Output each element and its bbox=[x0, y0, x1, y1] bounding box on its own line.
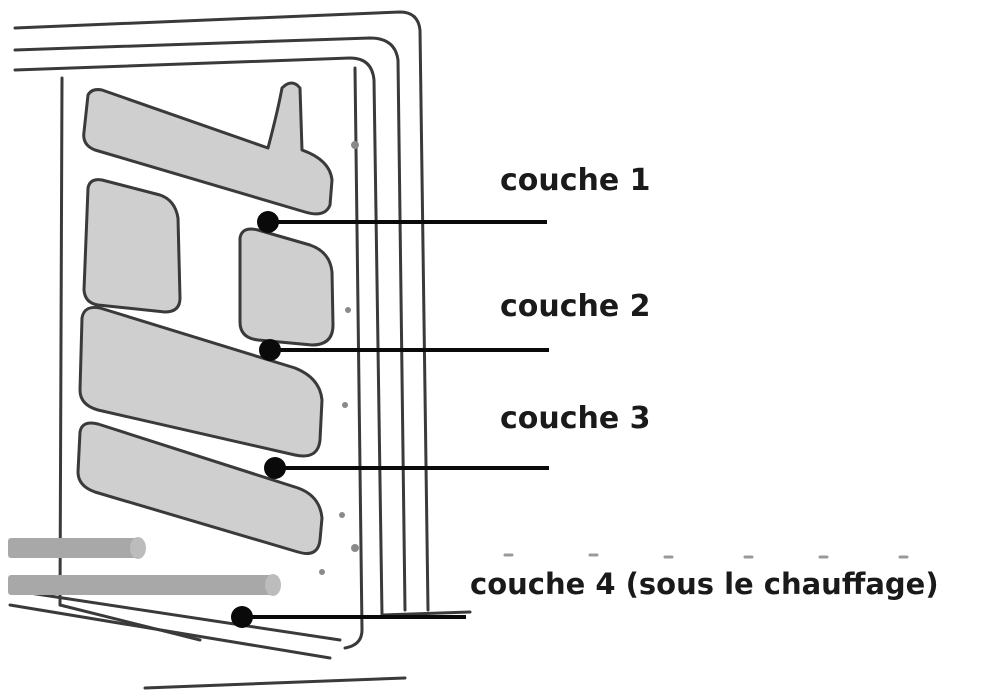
floor-line-3 bbox=[58, 603, 202, 642]
floor-line-1 bbox=[8, 588, 342, 642]
layer-3-label: couche 3 bbox=[500, 401, 651, 436]
rib-right-panel bbox=[238, 227, 335, 347]
heating-rod-lower-end bbox=[265, 574, 281, 596]
heating-rod-lower bbox=[8, 575, 273, 595]
leader-dot-4 bbox=[231, 606, 253, 628]
heating-rods bbox=[8, 537, 281, 596]
side-wall-left bbox=[58, 76, 64, 607]
leader-lines bbox=[231, 211, 549, 628]
bottom-edge bbox=[143, 676, 407, 690]
right-edge-bottom bbox=[380, 610, 472, 617]
oven-frame bbox=[8, 10, 472, 690]
leader-dot-1 bbox=[257, 211, 279, 233]
leader-dot-3 bbox=[264, 457, 286, 479]
layer-4-label: couche 4 (sous le chauffage) bbox=[470, 567, 939, 601]
heating-rod-upper-end bbox=[130, 537, 146, 559]
side-wall-holes bbox=[319, 141, 359, 575]
frame-top-outer bbox=[13, 10, 430, 612]
rib-3 bbox=[76, 421, 324, 555]
leader-dot-2 bbox=[259, 339, 281, 361]
rib-2 bbox=[78, 306, 324, 458]
layer-1-label: couche 1 bbox=[500, 163, 651, 198]
rack-ribs bbox=[76, 81, 335, 555]
rib-1 bbox=[82, 81, 334, 216]
frame-top-inner2 bbox=[13, 56, 384, 617]
rib-left-panel bbox=[82, 178, 182, 314]
layer-2-label: couche 2 bbox=[500, 289, 651, 324]
faint-dashes bbox=[503, 553, 909, 559]
frame-top-inner bbox=[13, 36, 407, 612]
side-wall-inner-edge bbox=[343, 66, 364, 650]
heating-rod-upper bbox=[8, 538, 138, 558]
